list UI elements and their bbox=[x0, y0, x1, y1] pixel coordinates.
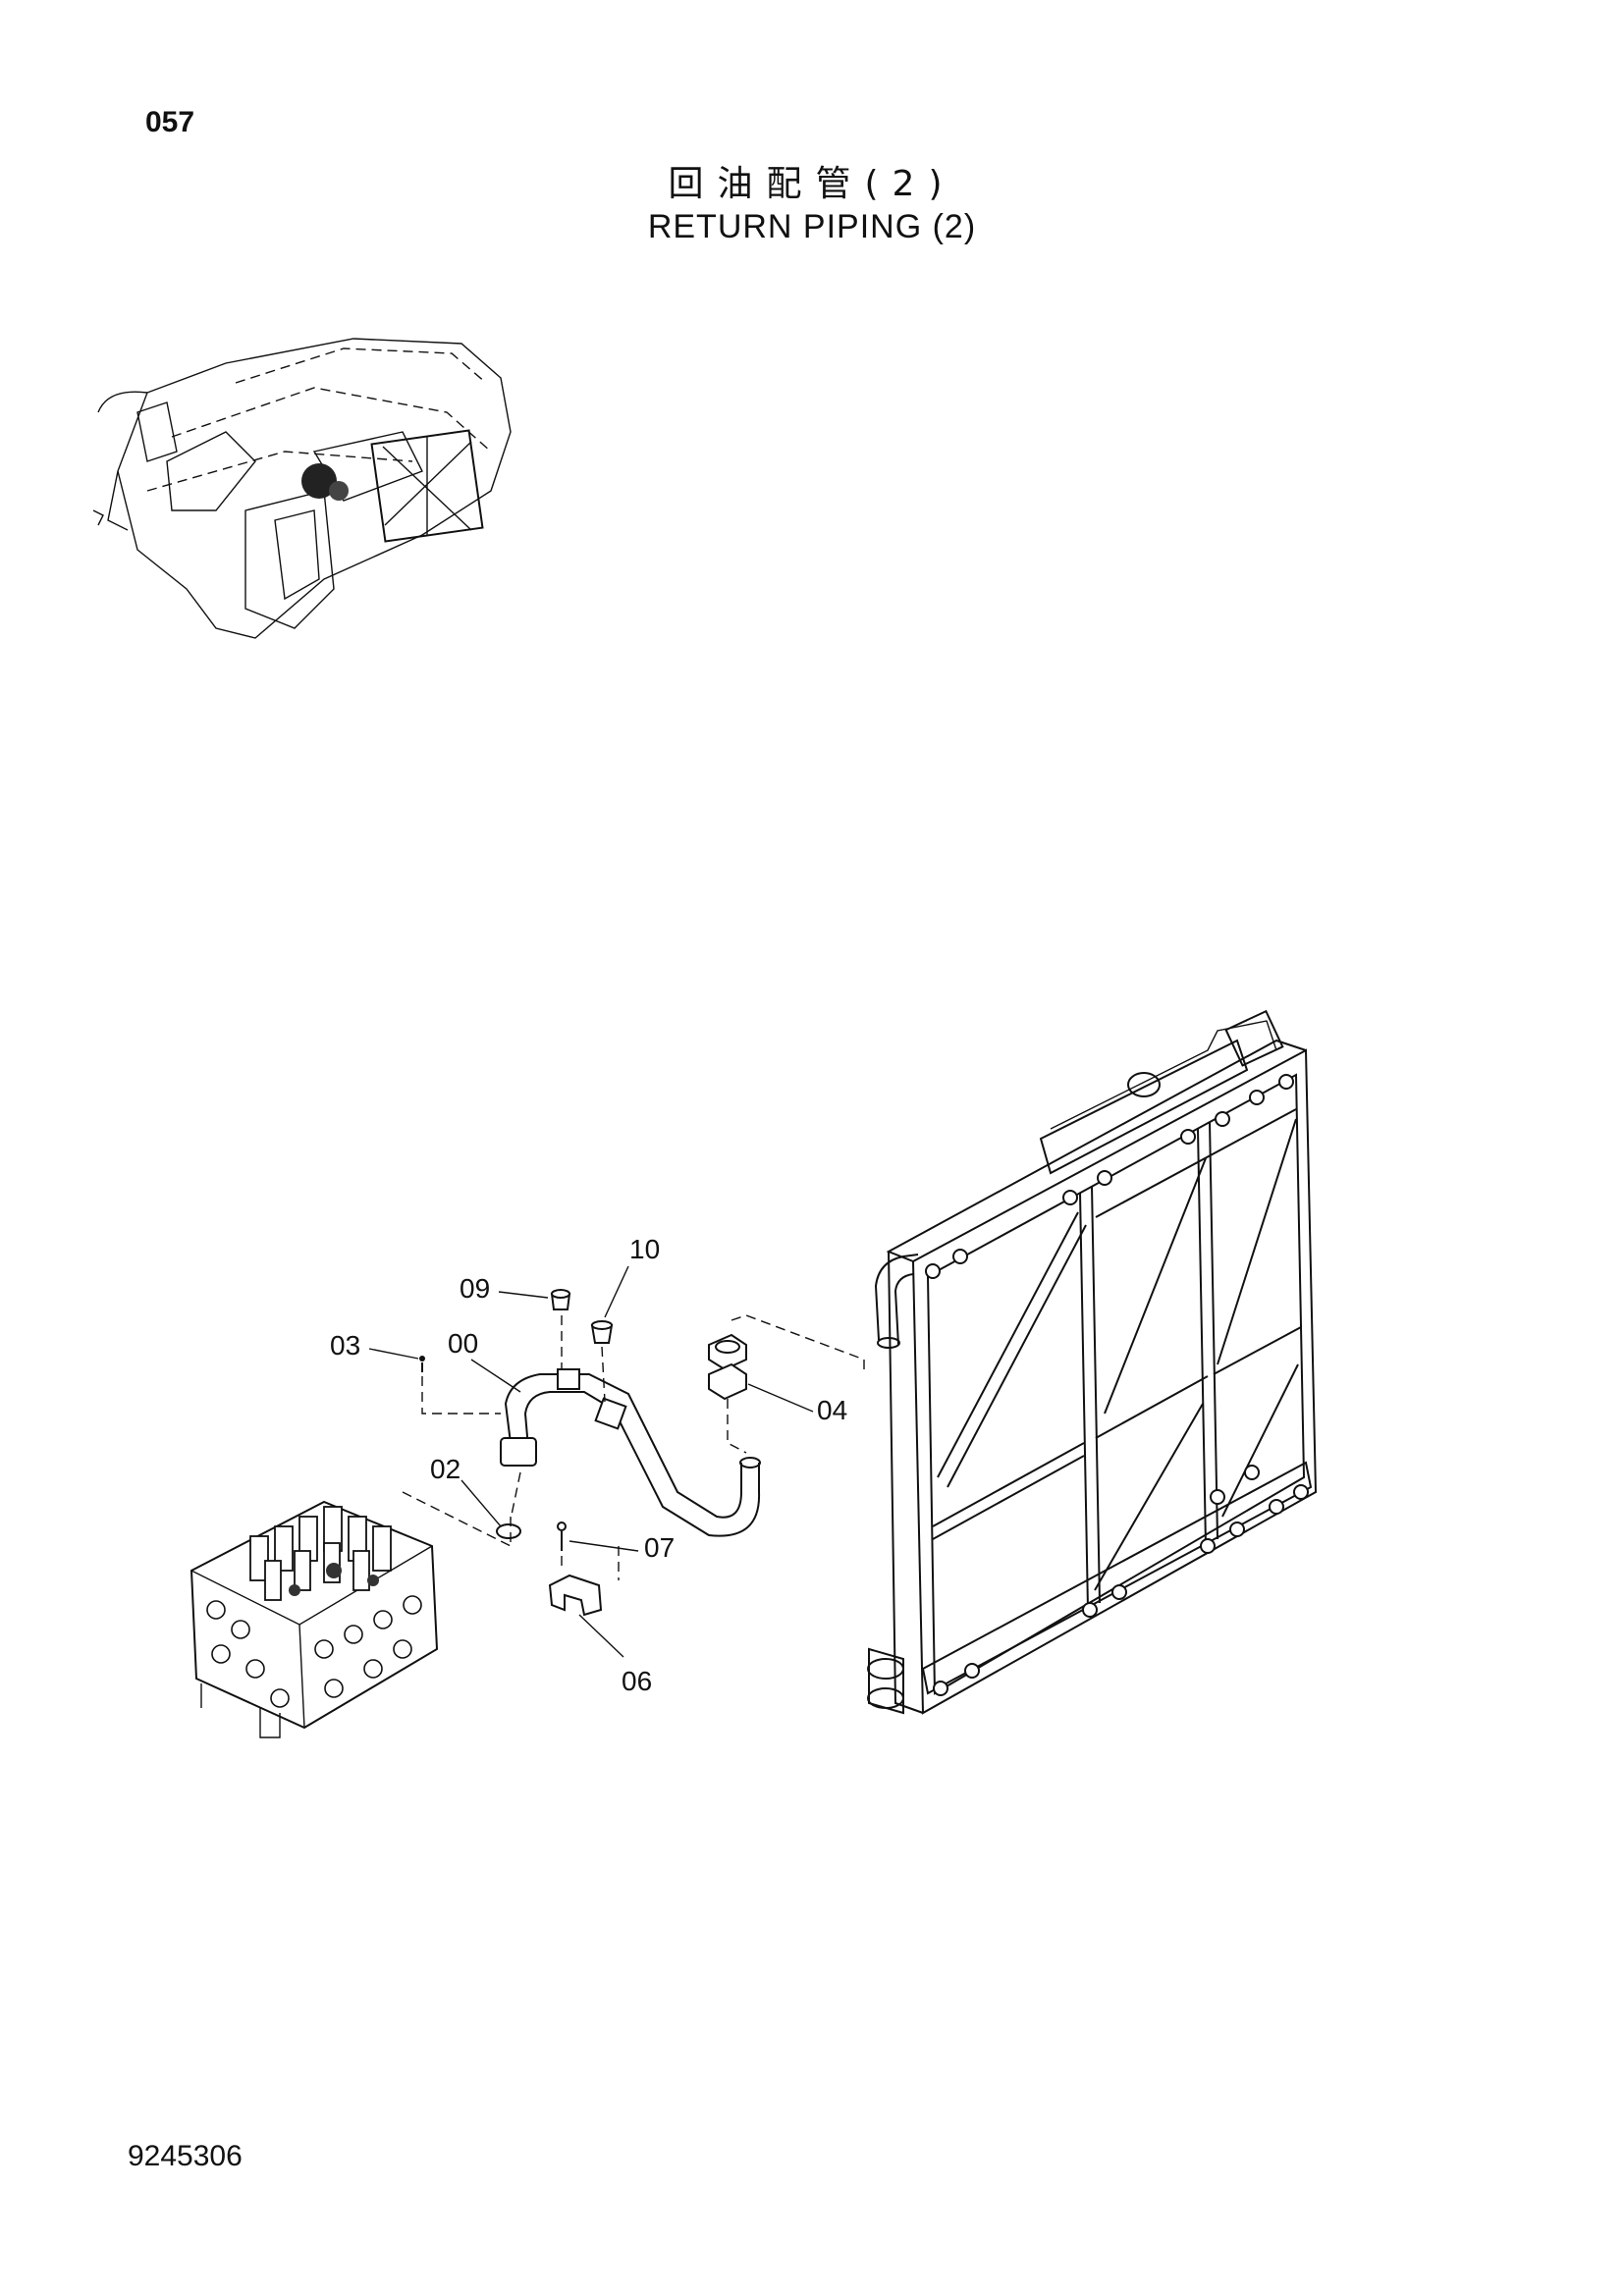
page-number: 057 bbox=[145, 106, 195, 138]
callout-00: 00 bbox=[448, 1328, 478, 1359]
title-english: RETURN PIPING (2) bbox=[647, 208, 977, 245]
bolt-03 bbox=[419, 1356, 425, 1372]
radiator-assembly bbox=[867, 1009, 1318, 1715]
return-pipe bbox=[500, 1368, 761, 1537]
callouts: 10 09 03 00 04 02 07 06 bbox=[330, 1234, 847, 1696]
leader-lines bbox=[368, 1265, 814, 1658]
control-valve-illustration bbox=[189, 1500, 439, 1738]
bracket-06 bbox=[548, 1574, 603, 1617]
callout-07: 07 bbox=[644, 1532, 675, 1563]
callout-04: 04 bbox=[817, 1395, 847, 1425]
document-number: 9245306 bbox=[128, 2140, 243, 2172]
callout-03: 03 bbox=[330, 1330, 360, 1361]
plug-10 bbox=[590, 1320, 614, 1344]
clamp-04 bbox=[708, 1333, 747, 1401]
o-ring-02 bbox=[496, 1523, 521, 1539]
bolt-07 bbox=[557, 1522, 567, 1551]
callout-06: 06 bbox=[622, 1666, 652, 1696]
callout-02: 02 bbox=[430, 1454, 460, 1484]
callout-10: 10 bbox=[629, 1234, 660, 1264]
callout-09: 09 bbox=[460, 1273, 490, 1304]
assembly-lines bbox=[402, 1314, 865, 1580]
plug-09 bbox=[550, 1289, 571, 1310]
title-chinese: 回油配管(2) bbox=[668, 164, 956, 204]
machine-overview-illustration bbox=[92, 338, 512, 639]
